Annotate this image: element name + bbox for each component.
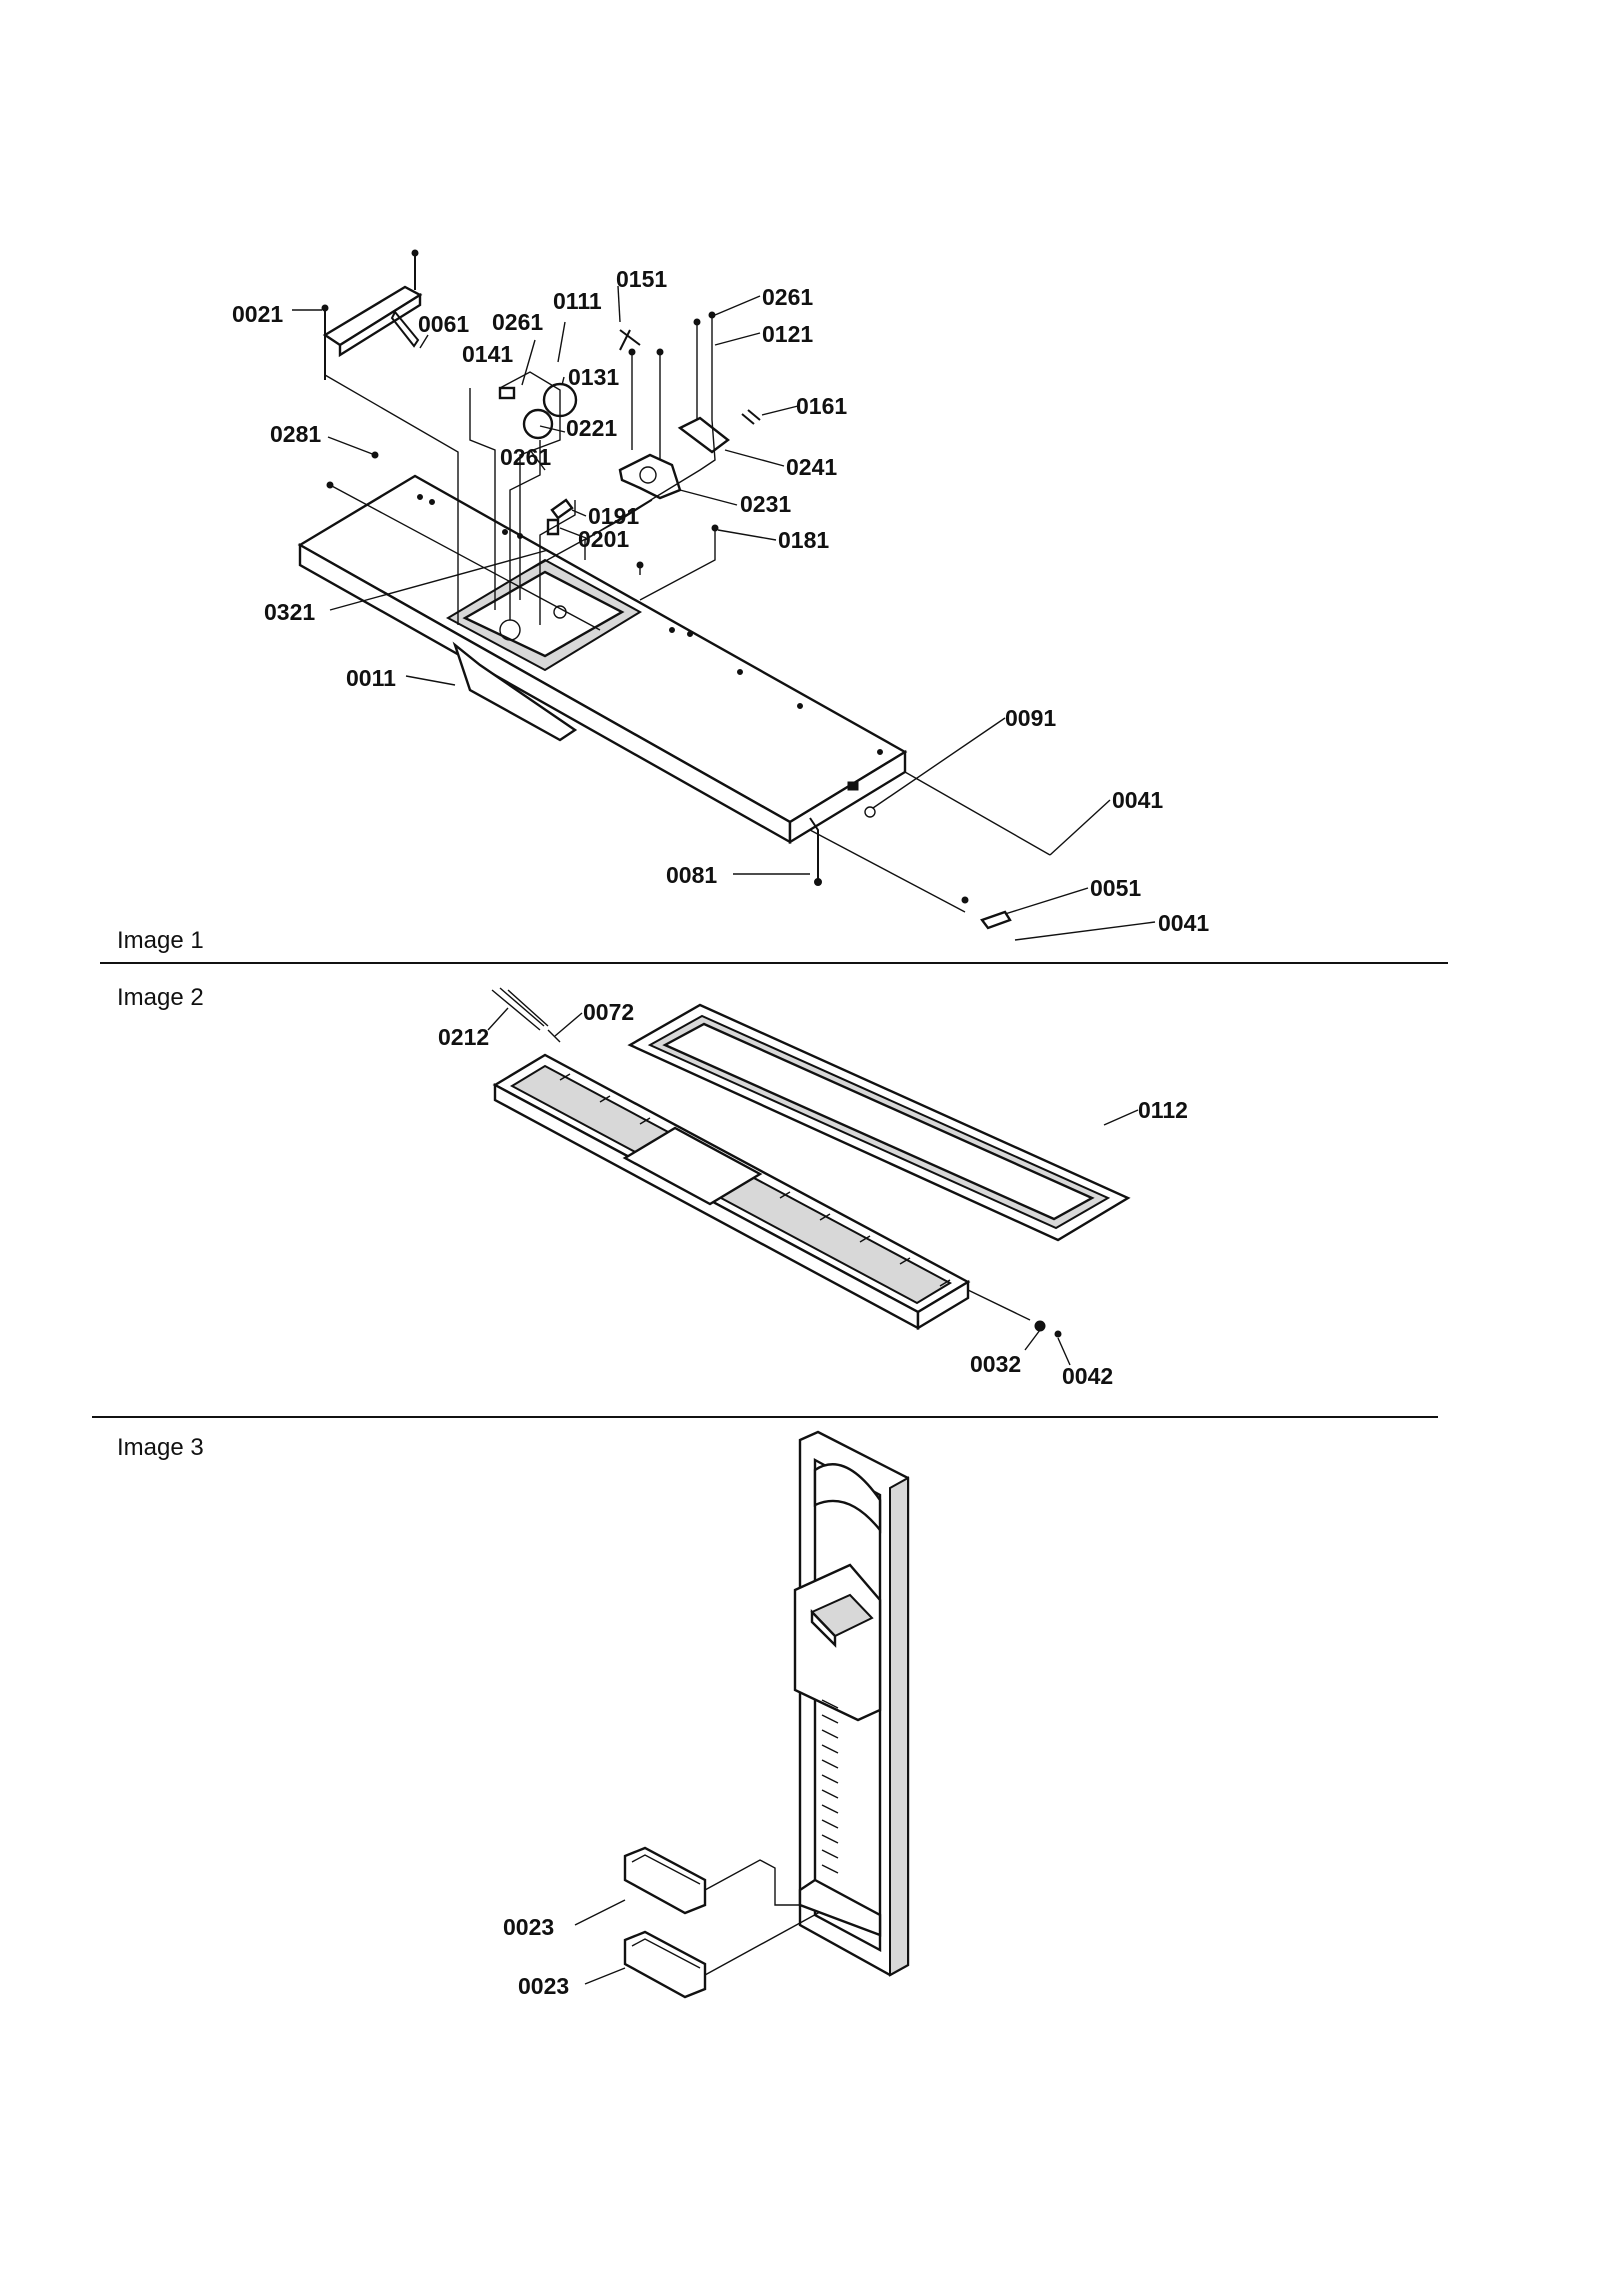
callout-label: 0241 (786, 454, 837, 480)
part-0191 (550, 498, 574, 520)
top-trim-face (338, 292, 422, 358)
callout-label: 0091 (1005, 705, 1056, 731)
image-2-assembly: Image 2 (117, 984, 1188, 1389)
trim-bulb (390, 310, 420, 348)
spring-0161b (747, 409, 761, 421)
door-rail-notches (821, 1699, 839, 1874)
callout-label: 0051 (1090, 875, 1141, 901)
callout-label: 0081 (666, 862, 717, 888)
callout-label: 0072 (583, 999, 634, 1025)
callout-label: 0021 (232, 301, 283, 327)
wire-0151 (619, 329, 641, 346)
callout-label: 0212 (438, 1024, 489, 1050)
callout-label: 0221 (566, 415, 617, 441)
image-1-assembly: 0021 0061 0261 0111 0151 0261 0121 0141 … (117, 249, 1209, 954)
door-liner-side (889, 1476, 909, 1977)
door-bin-lower (623, 1930, 707, 1999)
callout-label: 0261 (492, 309, 543, 335)
callouts-image-1: 0021 0061 0261 0111 0151 0261 0121 0141 … (232, 266, 1209, 936)
end-clip (847, 781, 859, 791)
screw-axis (967, 1289, 1031, 1321)
section-title-image-2: Image 2 (117, 984, 204, 1011)
washer-0042 (1054, 1330, 1062, 1338)
callout-leaders-image-3 (574, 1899, 626, 1985)
bracket-hole (639, 466, 657, 484)
callout-label: 0111 (553, 288, 602, 314)
callout-label: 0041 (1158, 910, 1209, 936)
control-pocket-inner (462, 570, 625, 658)
callout-label: 0261 (762, 284, 813, 310)
component-0141-block (498, 386, 516, 400)
screw-dots-image-1 (321, 249, 969, 904)
explode-lines-image-3 (704, 1859, 821, 1976)
callouts-image-3: 0023 0023 (503, 1914, 569, 1999)
explode-lines-image-1 (324, 318, 1051, 913)
callout-label: 0112 (1138, 1097, 1188, 1123)
callout-label: 0151 (616, 266, 667, 292)
section-title-image-3: Image 3 (117, 1434, 204, 1461)
component-0221-disc (522, 408, 554, 440)
callout-leaders-image-1 (292, 285, 1156, 941)
callout-label: 0141 (462, 341, 513, 367)
door-liner-header (813, 1463, 882, 1534)
screw-0032 (1034, 1320, 1046, 1332)
wire-0151b (619, 329, 631, 351)
dispenser-lip (810, 1609, 837, 1648)
end-screw (809, 817, 819, 880)
callout-label: 0121 (762, 321, 813, 347)
part-0051 (980, 910, 1012, 930)
door-bin-upper (623, 1846, 707, 1915)
callout-label: 0023 (518, 1973, 569, 1999)
underside-housing (452, 641, 578, 742)
callout-label: 0261 (500, 444, 551, 470)
callout-leaders-image-2 (487, 1007, 1139, 1366)
shelf-frame-end (916, 1279, 970, 1331)
dispenser-housing (793, 1563, 882, 1722)
callout-label: 0042 (1062, 1363, 1113, 1389)
switch-0241 (677, 416, 730, 454)
section-title-image-1: Image 1 (117, 927, 204, 954)
shelf-ribs (559, 1073, 951, 1287)
shelf-divider-panel (622, 1126, 763, 1206)
panel-fastener-dots (417, 494, 883, 755)
callout-label: 0321 (264, 599, 315, 625)
callout-label: 0281 (270, 421, 321, 447)
door-bottom-ledge (798, 1878, 882, 1937)
callouts-image-2: 0212 0072 0112 0032 0042 (438, 999, 1188, 1389)
callout-label: 0191 (588, 503, 639, 529)
callout-label: 0131 (568, 364, 619, 390)
wire-harness-0212 (491, 987, 549, 1031)
callout-label: 0061 (418, 311, 469, 337)
callout-label: 0181 (778, 527, 829, 553)
screw-head (814, 878, 822, 886)
callout-label: 0201 (578, 526, 629, 552)
gasket-core (662, 1022, 1095, 1221)
image-3-assembly: Image 3 (117, 1430, 910, 1999)
callout-label: 0023 (503, 1914, 554, 1940)
bracket-0231 (618, 453, 682, 500)
callout-label: 0032 (970, 1351, 1021, 1377)
callout-label: 0231 (740, 491, 791, 517)
callout-label: 0161 (796, 393, 847, 419)
end-grommet-icon (864, 806, 876, 818)
callout-label: 0041 (1112, 787, 1163, 813)
wire-lead (547, 1029, 561, 1043)
callout-label: 0011 (346, 665, 396, 691)
spring-0161 (741, 413, 755, 425)
